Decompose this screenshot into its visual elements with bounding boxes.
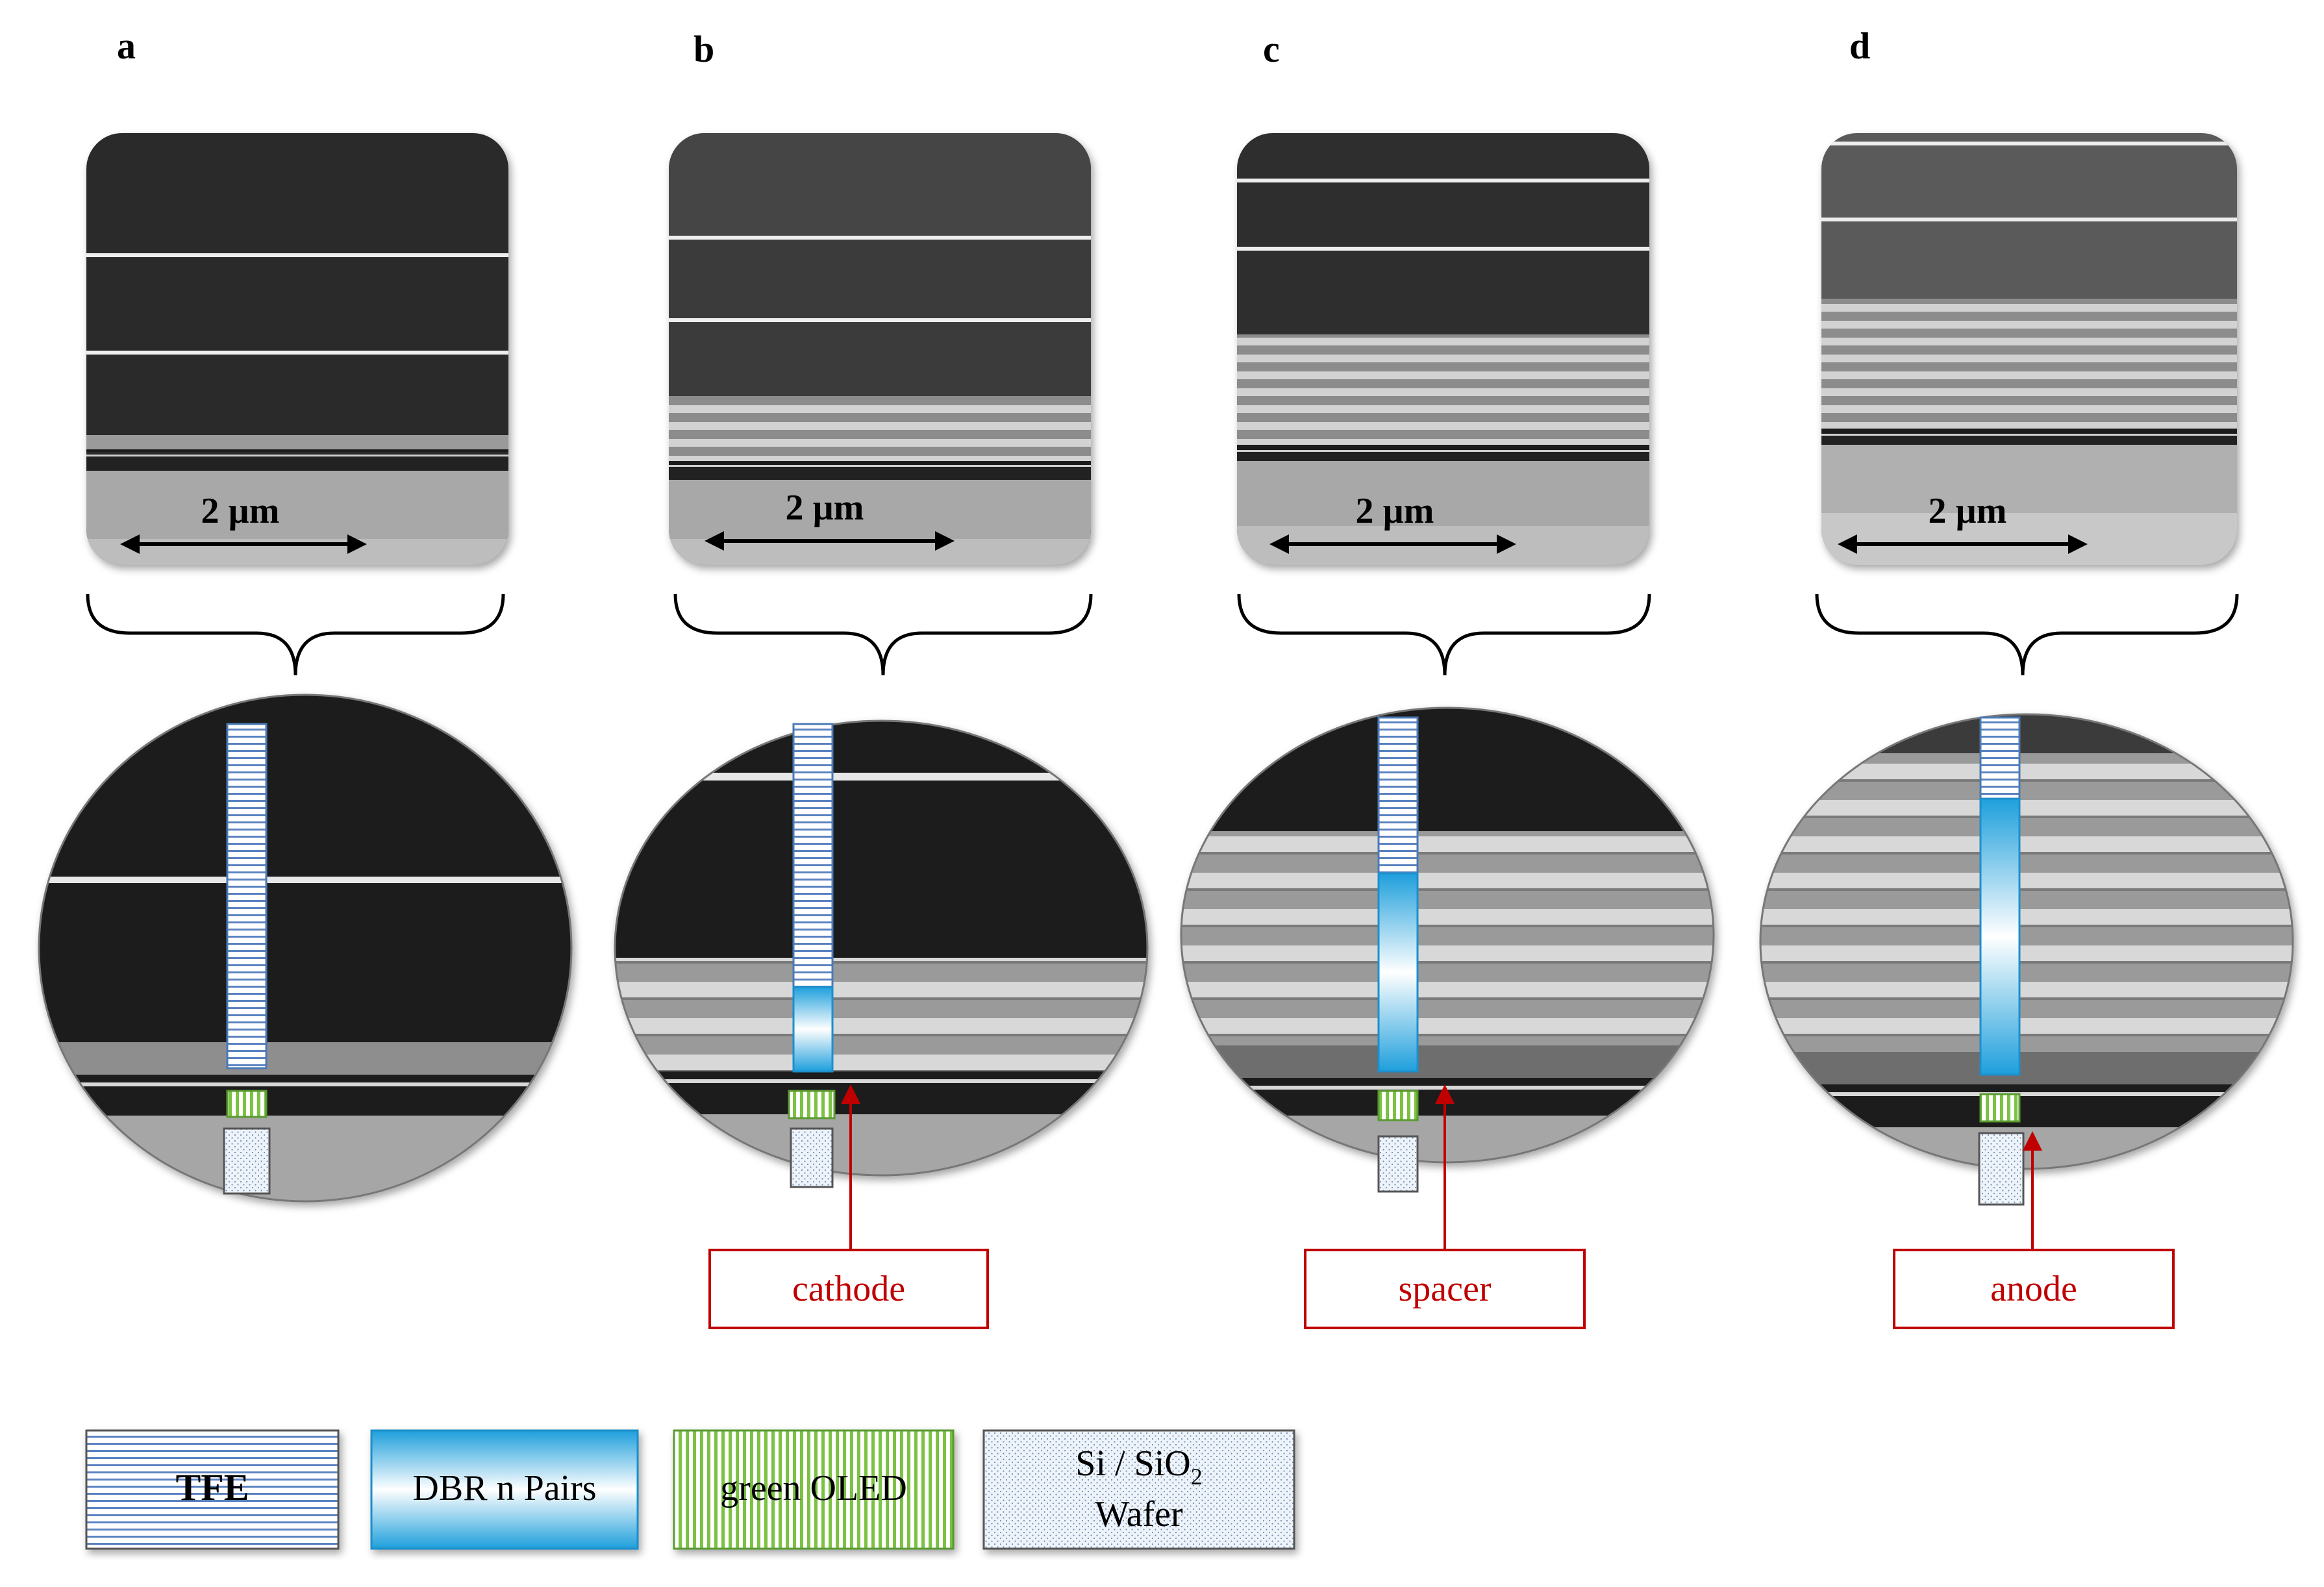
scale-bar-a: 2 µm (120, 491, 367, 554)
legend-oled-label: green OLED (720, 1468, 907, 1508)
legend-tfe-label: TFE (176, 1466, 249, 1508)
panel-letter-d: d (1849, 25, 1870, 67)
sem-image-d (1821, 133, 2237, 565)
scale-label-c: 2 µm (1356, 491, 1434, 531)
legend: TFE DBR n Pairs green OLED Si / SiO2 Waf… (85, 1429, 1295, 1550)
panel-letter-b: b (693, 28, 714, 70)
brace-d (1815, 594, 2239, 676)
sem-image-a (86, 133, 508, 565)
layer-stack-d (1978, 716, 2025, 1206)
legend-wafer-label-2: Wafer (1095, 1494, 1183, 1534)
legend-wafer (982, 1429, 1295, 1550)
dbr-block-c (1377, 872, 1419, 1073)
callout-cathode: cathode (708, 1084, 989, 1329)
tfe-block-a (226, 723, 268, 1069)
legend-wafer-label-1: Si / SiO2 (1075, 1443, 1202, 1490)
sem-image-c (1237, 133, 1649, 565)
zoom-circle-b (614, 719, 1149, 1177)
oled-block-c (1377, 1090, 1419, 1121)
layer-stack-b (788, 723, 836, 1188)
callout-cathode-label: cathode (792, 1269, 905, 1309)
scale-bar-b: 2 µm (705, 488, 955, 551)
panel-letter-a: a (117, 25, 136, 67)
brace-c (1237, 594, 1651, 676)
callout-anode: anode (1893, 1131, 2175, 1329)
callout-anode-label: anode (1990, 1269, 2077, 1309)
brace-a (86, 594, 505, 676)
tfe-block-c (1377, 716, 1419, 875)
scale-label-b: 2 µm (786, 488, 864, 528)
zoom-circle-d (1759, 713, 2294, 1170)
tfe-block-b (792, 723, 834, 988)
legend-tfe (85, 1429, 340, 1550)
tfe-block-d (1979, 716, 2021, 800)
zoom-circle-c (1180, 706, 1715, 1164)
scale-label-a: 2 µm (201, 491, 280, 531)
zoom-circle-a (38, 694, 573, 1203)
dbr-block-d (1979, 797, 2021, 1076)
brace-b (673, 594, 1093, 676)
oled-block-d (1979, 1093, 2021, 1123)
scale-bar-c: 2 µm (1269, 491, 1516, 554)
dbr-block-b (792, 986, 834, 1073)
panel-letter-c: c (1263, 28, 1280, 70)
sem-image-b (669, 133, 1091, 565)
scale-bar-d: 2 µm (1838, 491, 2088, 554)
oled-block-b (788, 1090, 836, 1119)
callout-spacer-label: spacer (1398, 1269, 1491, 1309)
legend-dbr-label: DBR n Pairs (412, 1468, 596, 1508)
wafer-block-c (1377, 1135, 1419, 1193)
layer-stack-c (1377, 716, 1419, 1193)
oled-block-a (226, 1090, 268, 1118)
wafer-block-b (790, 1127, 834, 1188)
scale-label-d: 2 µm (1929, 491, 2007, 531)
wafer-block-d (1978, 1132, 2025, 1206)
legend-dbr (370, 1429, 639, 1550)
legend-wafer-subscript: 2 (1191, 1464, 1203, 1490)
wafer-block-a (223, 1127, 271, 1195)
layer-stack-a (223, 723, 271, 1195)
callout-spacer: spacer (1304, 1084, 1586, 1329)
legend-oled (673, 1429, 955, 1550)
